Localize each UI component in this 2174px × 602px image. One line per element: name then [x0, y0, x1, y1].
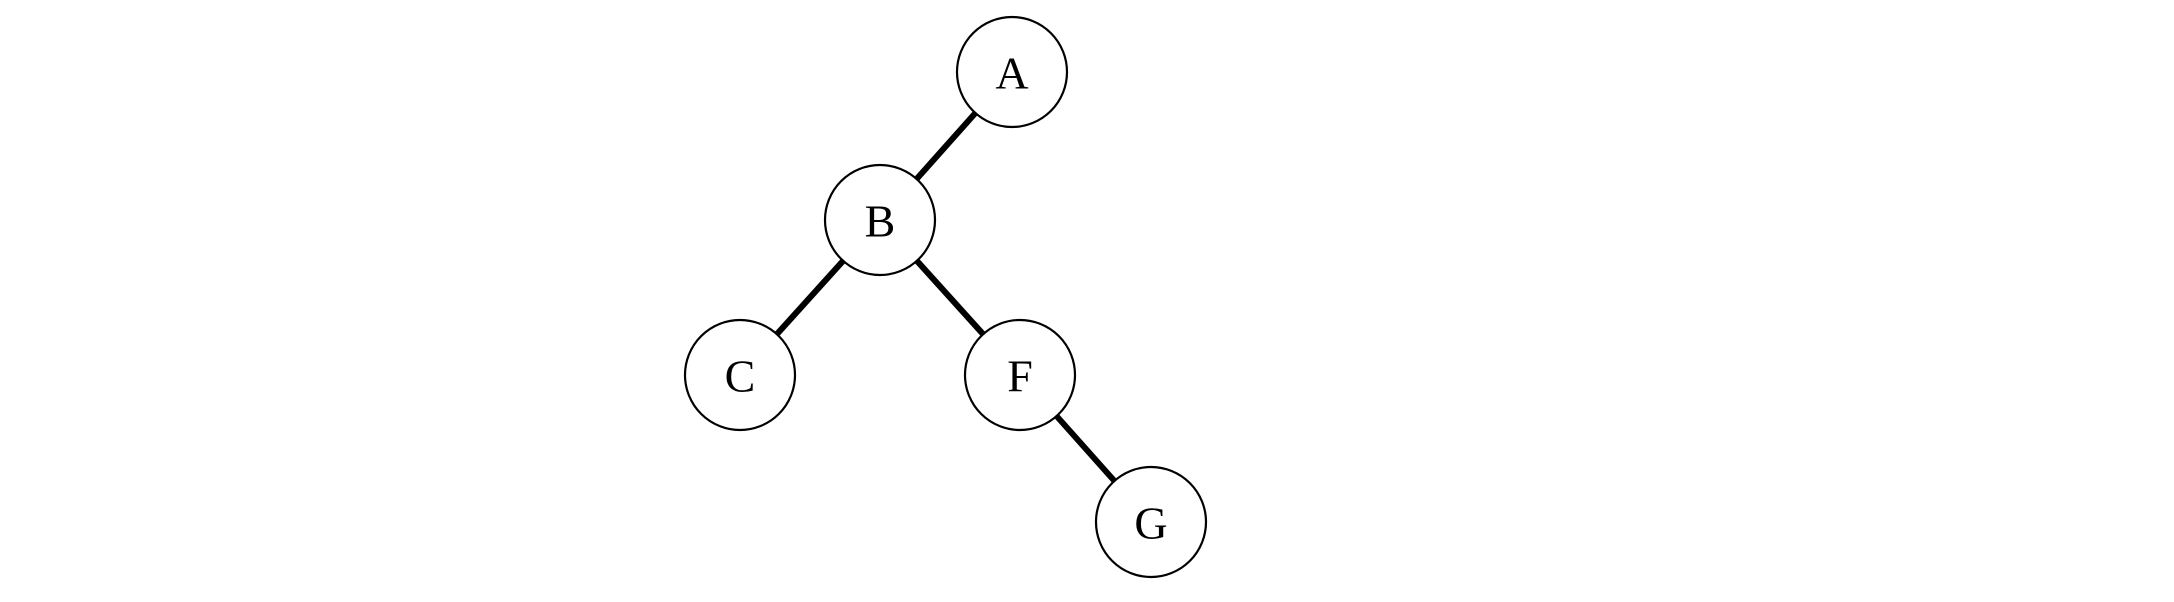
graph-edge-b-c: [774, 258, 846, 337]
node-label-f: F: [1007, 351, 1033, 402]
node-circle-c[interactable]: [683, 318, 797, 432]
graph-node-g[interactable]: G: [1094, 465, 1208, 579]
graph-node-a[interactable]: A: [955, 15, 1069, 129]
node-label-a: A: [995, 48, 1028, 99]
node-circle-g[interactable]: [1094, 465, 1208, 579]
node-circle-b[interactable]: [823, 163, 937, 277]
node-circle-a[interactable]: [955, 15, 1069, 129]
node-label-g: G: [1134, 498, 1167, 549]
node-circle-f[interactable]: [963, 318, 1077, 432]
graph-node-f[interactable]: F: [963, 318, 1077, 432]
graph-edge-f-g: [1054, 414, 1117, 483]
graph-node-b[interactable]: B: [823, 163, 937, 277]
node-label-c: C: [725, 351, 756, 402]
node-label-b: B: [865, 196, 896, 247]
graph-edge-a-b: [914, 111, 978, 181]
graph-node-c[interactable]: C: [683, 318, 797, 432]
graph-edge-b-f: [914, 258, 986, 337]
edge-layer: [774, 111, 1117, 483]
node-layer: A B C F G: [683, 15, 1208, 579]
